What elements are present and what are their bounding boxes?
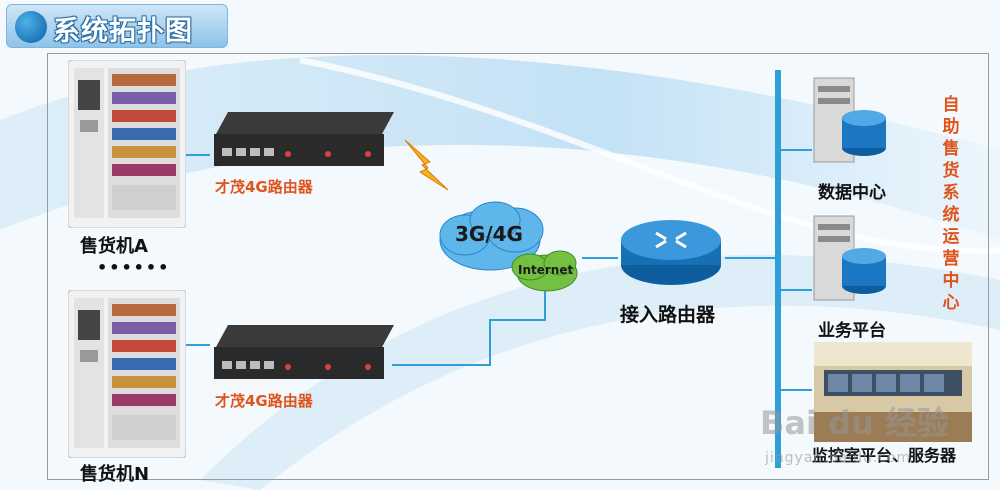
- operation-center-char: 心: [942, 293, 960, 313]
- business-platform-server-icon: [813, 215, 886, 301]
- diagram-frame: [47, 53, 989, 480]
- vending-n-label: 售货机N: [80, 464, 150, 485]
- cloud-icon: [439, 201, 578, 292]
- network-bus: [775, 70, 781, 468]
- operation-center-char: 助: [942, 117, 960, 137]
- cloud-3g4g-label: 3G/4G: [455, 222, 523, 246]
- operation-center-char: 货: [942, 161, 960, 181]
- operation-center-char: 中: [942, 271, 960, 291]
- router-bottom-label: 才茂4G路由器: [215, 392, 313, 410]
- operation-center-char: 系: [942, 183, 960, 203]
- operation-center-char: 统: [942, 205, 960, 225]
- operation-center-char: 自: [942, 95, 960, 115]
- data-center-label: 数据中心: [818, 183, 886, 203]
- access-router-label: 接入路由器: [620, 304, 716, 326]
- vending-ellipsis: ••••••: [97, 258, 171, 277]
- data-center-server-icon: [813, 77, 886, 163]
- vending-machine-n-icon: [68, 290, 186, 458]
- title-bullet-icon: [15, 11, 47, 43]
- operation-center-char: 售: [942, 139, 960, 159]
- vending-a-label: 售货机A: [80, 236, 148, 257]
- router-bottom-icon: [214, 325, 394, 379]
- router-top-icon: [214, 112, 394, 166]
- access-router-icon: [621, 220, 721, 285]
- operation-center-char: 营: [942, 249, 960, 269]
- router-top-label: 才茂4G路由器: [215, 178, 313, 196]
- title-banner: 系统拓扑图: [6, 4, 228, 48]
- operation-center-label: 自 助 售 货 系 统 运 营 中 心: [940, 94, 962, 314]
- cloud-internet-label: Internet: [518, 263, 574, 277]
- page-title: 系统拓扑图: [53, 16, 193, 47]
- vending-machine-a-icon: [68, 60, 186, 228]
- monitor-platform-label: 监控室平台、服务器: [812, 446, 957, 465]
- operation-center-char: 运: [942, 227, 960, 247]
- business-platform-label: 业务平台: [818, 321, 886, 341]
- monitor-room-photo: [814, 342, 972, 442]
- baidu-watermark-url: jingyan.baidu.com: [765, 450, 912, 466]
- wireless-lightning-icon: [404, 139, 449, 191]
- link-router-cloud: [392, 280, 546, 366]
- baidu-watermark: Bai du 经验: [760, 404, 949, 442]
